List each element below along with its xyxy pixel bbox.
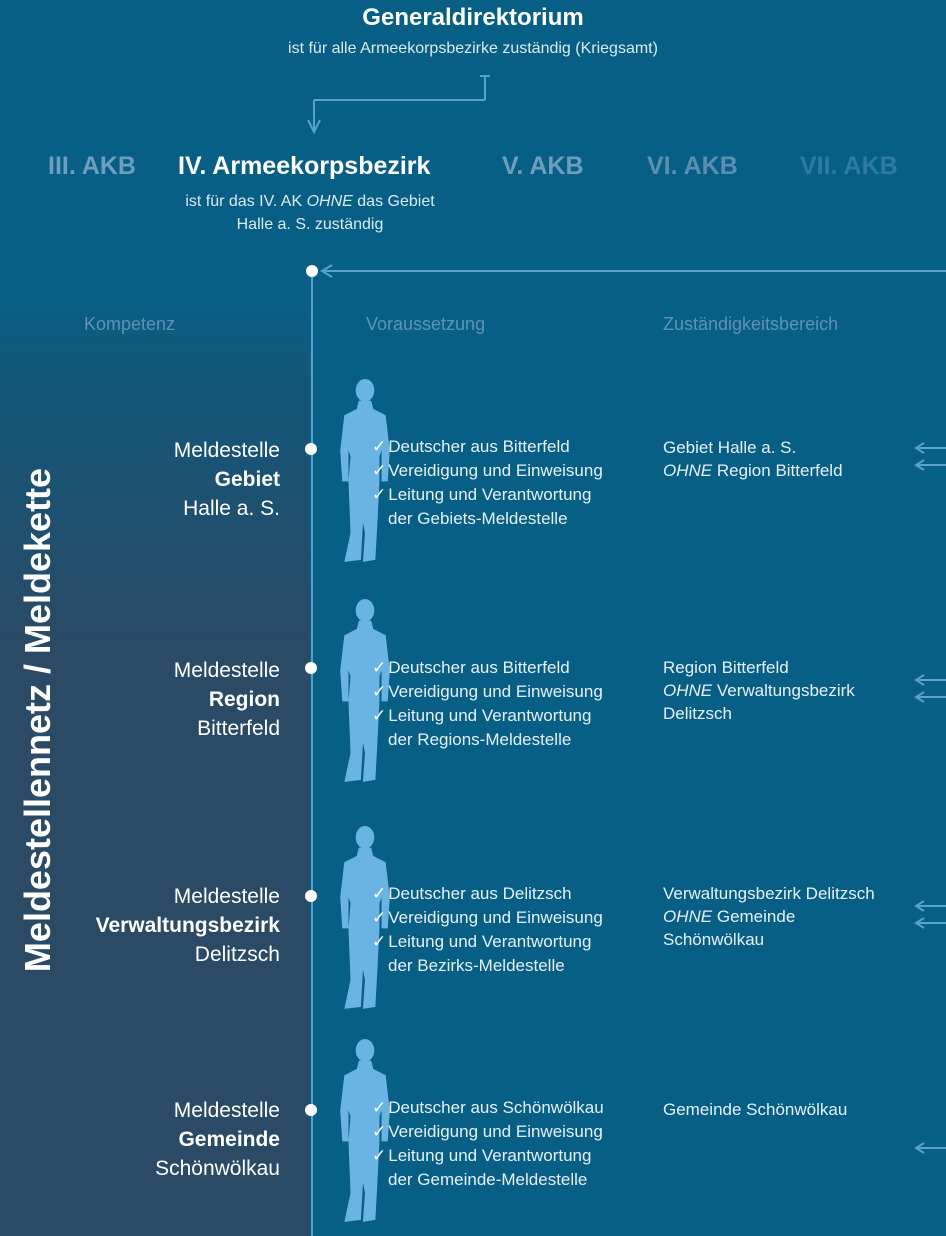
requirements-verwaltungsbezirk: ✓Deutscher aus Delitzsch ✓Vereidigung un… bbox=[372, 882, 603, 978]
requirements-region: ✓Deutscher aus Bitterfeld ✓Vereidigung u… bbox=[372, 656, 603, 752]
top-title: Generaldirektorium bbox=[362, 4, 584, 31]
zustaendigkeit-line: Region Bitterfeld bbox=[712, 461, 843, 480]
check-icon: ✓ bbox=[372, 932, 387, 951]
row-label-verwaltungsbezirk: Meldestelle Verwaltungsbezirk Delitzsch bbox=[0, 882, 280, 969]
zustaendigkeit-emphasis: OHNE bbox=[663, 907, 713, 926]
zustaendigkeit-line: Region Bitterfeld bbox=[663, 658, 789, 677]
zustaendigkeit-line: Gemeinde bbox=[712, 907, 796, 926]
row-label-line1: Meldestelle bbox=[173, 885, 280, 908]
incoming-arrow bbox=[914, 1142, 946, 1154]
zustaendigkeit-line: Gemeinde Schönwölkau bbox=[663, 1100, 848, 1119]
requirement-item: der Regions-Meldestelle bbox=[388, 730, 572, 749]
row-label-line1: Meldestelle bbox=[173, 1099, 280, 1122]
zustaendigkeit-line: Verwaltungsbezirk bbox=[712, 681, 855, 700]
requirement-item: Vereidigung und Einweisung bbox=[388, 908, 603, 927]
requirement-item: Deutscher aus Bitterfeld bbox=[388, 437, 570, 456]
zustaendigkeit-gemeinde: Gemeinde Schönwölkau bbox=[663, 1098, 847, 1121]
district-iv-desc-text-3: Halle a. S. zuständig bbox=[236, 216, 384, 233]
requirement-item: der Gebiets-Meldestelle bbox=[388, 509, 568, 528]
zustaendigkeit-emphasis: OHNE bbox=[663, 461, 713, 480]
requirement-item: der Gemeinde-Meldestelle bbox=[388, 1170, 588, 1189]
column-header-kompetenz: Kompetenz bbox=[84, 314, 176, 334]
requirements-gemeinde: ✓Deutscher aus Schönwölkau ✓Vereidigung … bbox=[372, 1096, 604, 1192]
zustaendigkeit-verwaltungsbezirk: Verwaltungsbezirk Delitzsch OHNE Gemeind… bbox=[663, 882, 875, 951]
node-region bbox=[305, 662, 317, 674]
column-header-voraussetzung: Voraussetzung bbox=[366, 314, 486, 334]
incoming-arrows bbox=[914, 442, 946, 471]
incoming-arrows bbox=[914, 674, 946, 703]
row-label-region: Meldestelle Region Bitterfeld bbox=[0, 656, 280, 743]
requirement-item: Leitung und Verantwortung bbox=[388, 932, 592, 951]
check-icon: ✓ bbox=[372, 1122, 387, 1141]
check-icon: ✓ bbox=[372, 682, 387, 701]
requirement-item: der Bezirks-Meldestelle bbox=[388, 956, 565, 975]
requirement-item: Vereidigung und Einweisung bbox=[388, 461, 603, 480]
district-iv-desc-emphasis: OHNE bbox=[306, 193, 353, 210]
chain-top-node bbox=[306, 265, 318, 277]
check-icon: ✓ bbox=[372, 1146, 387, 1165]
check-icon: ✓ bbox=[372, 485, 387, 504]
meldestellennetz-band bbox=[0, 290, 310, 1236]
chain-axis bbox=[311, 270, 313, 1236]
row-label-level: Gebiet bbox=[214, 468, 280, 491]
requirement-item: Vereidigung und Einweisung bbox=[388, 1122, 603, 1141]
node-verwaltungsbezirk bbox=[305, 890, 317, 902]
district-v: V. AKB bbox=[502, 152, 584, 180]
check-icon: ✓ bbox=[372, 658, 387, 677]
district-vii: VII. AKB bbox=[800, 152, 898, 180]
district-vi: VI. AKB bbox=[647, 152, 738, 180]
zustaendigkeit-line: Delitzsch bbox=[663, 704, 732, 723]
connector-top-arrow bbox=[307, 75, 490, 135]
zustaendigkeit-line: Schönwölkau bbox=[663, 930, 765, 949]
row-label-line1: Meldestelle bbox=[173, 439, 280, 462]
zustaendigkeit-emphasis: OHNE bbox=[663, 681, 713, 700]
zustaendigkeit-region: Region Bitterfeld OHNE Verwaltungsbezirk… bbox=[663, 656, 855, 725]
top-subtitle: ist für alle Armeekorpsbezirke zuständig… bbox=[288, 40, 658, 57]
check-icon: ✓ bbox=[372, 884, 387, 903]
district-iii: III. AKB bbox=[48, 152, 136, 180]
zustaendigkeit-gebiet: Gebiet Halle a. S. OHNE Region Bitterfel… bbox=[663, 436, 843, 482]
incoming-arrow-top bbox=[320, 264, 946, 278]
check-icon: ✓ bbox=[372, 908, 387, 927]
node-gemeinde bbox=[305, 1104, 317, 1116]
row-label-place: Bitterfeld bbox=[197, 717, 280, 740]
district-iv: IV. Armeekorpsbezirk bbox=[178, 152, 431, 180]
district-iv-desc-text: ist für das IV. AK bbox=[185, 193, 307, 210]
district-iv-desc-text-2: das Gebiet bbox=[352, 193, 435, 210]
row-label-line1: Meldestelle bbox=[173, 659, 280, 682]
requirement-item: Leitung und Verantwortung bbox=[388, 485, 592, 504]
node-gebiet bbox=[305, 443, 317, 455]
check-icon: ✓ bbox=[372, 461, 387, 480]
row-label-place: Halle a. S. bbox=[183, 497, 280, 520]
row-label-place: Delitzsch bbox=[194, 943, 280, 966]
requirement-item: Vereidigung und Einweisung bbox=[388, 682, 603, 701]
zustaendigkeit-line: Gebiet Halle a. S. bbox=[663, 438, 797, 457]
check-icon: ✓ bbox=[372, 437, 387, 456]
check-icon: ✓ bbox=[372, 706, 387, 725]
requirement-item: Leitung und Verantwortung bbox=[388, 1146, 592, 1165]
district-iv-description: ist für das IV. AK OHNE das Gebiet Halle… bbox=[150, 190, 470, 236]
requirement-item: Deutscher aus Schönwölkau bbox=[388, 1098, 604, 1117]
row-label-place: Schönwölkau bbox=[155, 1157, 280, 1180]
row-label-level: Verwaltungsbezirk bbox=[95, 914, 280, 937]
requirements-gebiet: ✓Deutscher aus Bitterfeld ✓Vereidigung u… bbox=[372, 435, 603, 531]
row-label-level: Region bbox=[208, 688, 280, 711]
requirement-item: Deutscher aus Delitzsch bbox=[388, 884, 572, 903]
requirement-item: Deutscher aus Bitterfeld bbox=[388, 658, 570, 677]
zustaendigkeit-line: Verwaltungsbezirk Delitzsch bbox=[663, 884, 875, 903]
incoming-arrows bbox=[914, 900, 946, 929]
row-label-level: Gemeinde bbox=[178, 1128, 280, 1151]
check-icon: ✓ bbox=[372, 1098, 387, 1117]
column-header-zustaendigkeit: Zuständigkeitsbereich bbox=[663, 314, 839, 334]
requirement-item: Leitung und Verantwortung bbox=[388, 706, 592, 725]
row-label-gebiet: Meldestelle Gebiet Halle a. S. bbox=[0, 436, 280, 523]
row-label-gemeinde: Meldestelle Gemeinde Schönwölkau bbox=[0, 1096, 280, 1183]
